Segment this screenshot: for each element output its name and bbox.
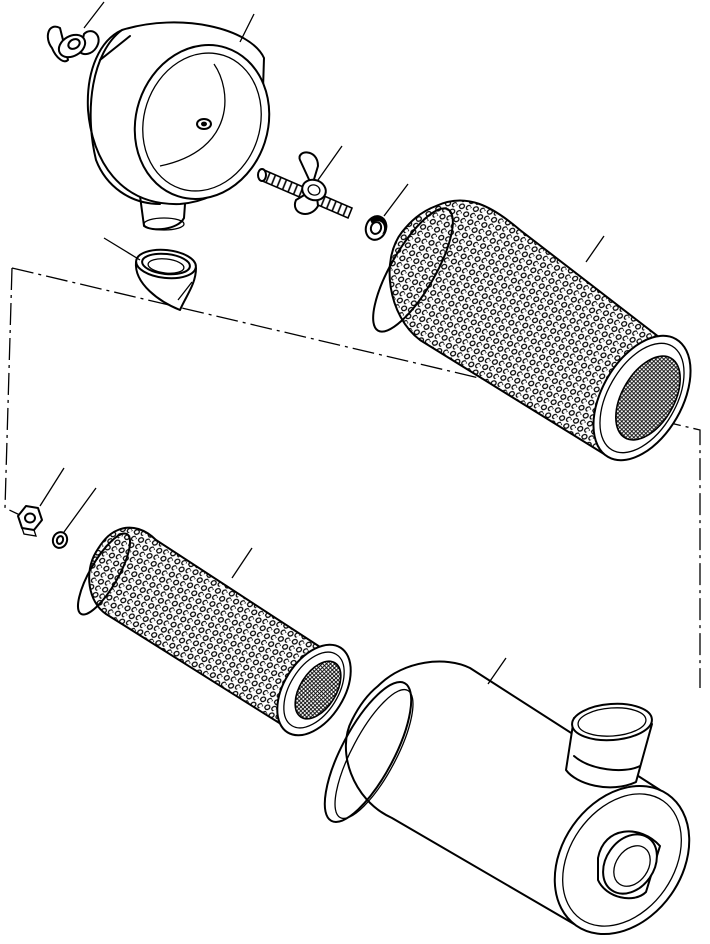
washer-icon bbox=[364, 215, 388, 241]
housing-icon bbox=[323, 660, 691, 936]
leader-dust-cup bbox=[103, 237, 141, 261]
wing-nut-icon bbox=[46, 25, 100, 63]
leader-hex-nut bbox=[39, 467, 65, 507]
leader-wing-nut bbox=[83, 1, 105, 29]
hex-nut-icon bbox=[17, 505, 43, 537]
leader-cover bbox=[239, 13, 255, 43]
assembly-centerline bbox=[4, 267, 701, 688]
cover-icon bbox=[86, 21, 271, 231]
leader-washer bbox=[383, 183, 409, 217]
washer-icon-small bbox=[51, 531, 69, 549]
leader-safety-filter bbox=[231, 547, 253, 579]
leader-primary-filter bbox=[585, 235, 605, 263]
filter-icon bbox=[372, 199, 692, 462]
leader-housing bbox=[487, 657, 507, 685]
dust-cup-icon bbox=[134, 248, 197, 311]
leader-rod bbox=[317, 145, 343, 181]
leader-small-washer bbox=[63, 487, 97, 533]
filter-icon-secondary bbox=[77, 526, 352, 737]
rod-icon bbox=[257, 151, 354, 220]
